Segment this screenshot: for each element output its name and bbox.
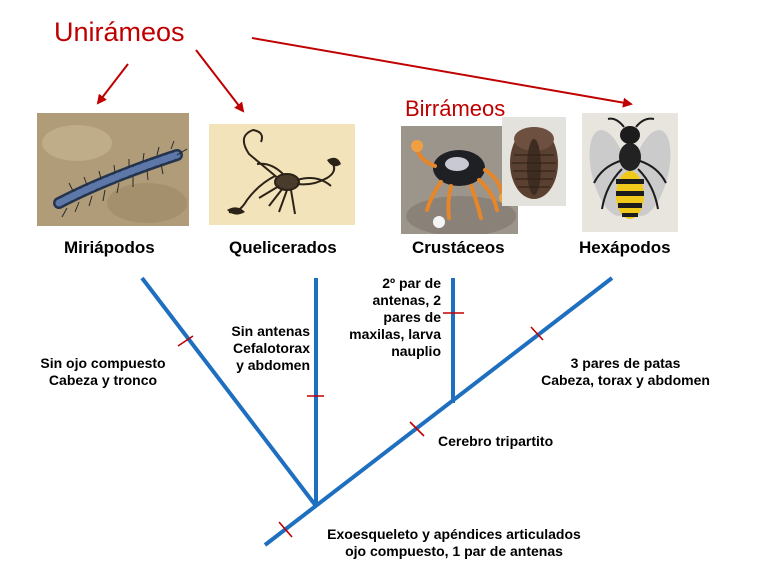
tick-miriapodos [177,335,194,347]
arrow-to-hexapodos [251,37,633,108]
group-title-unirameos: Unirámeos [54,17,185,47]
taxon-label-quelicerados: Quelicerados [229,238,337,257]
trait-label-crustaceos: 2º par de antenas, 2 pares de maxilas, l… [349,275,441,359]
tick-hexapodos [530,326,544,341]
millipede-photo [37,113,189,226]
taxon-label-crustaceos: Crustáceos [412,238,505,257]
trilobite-photo [502,117,566,206]
trait-label-cerebro: Cerebro tripartito [438,433,554,449]
taxon-label-hexapodos: Hexápodos [579,238,671,257]
trait-label-hexapodos: 3 pares de patas Cabeza, torax y abdomen [541,355,710,388]
crab-photo [401,126,518,234]
tick-base [278,521,293,538]
scorpion-photo [209,124,355,225]
branch-miriapodos [140,276,318,508]
tick-mandibulados [409,421,425,437]
wasp-photo [582,113,678,232]
trait-label-base: Exoesqueleto y apéndices articulados ojo… [327,526,581,559]
trait-label-quelicerados: Sin antenas Cefalotorax y abdomen [231,323,310,373]
arrow-to-miriapodos [96,63,129,105]
trait-label-miriapodos: Sin ojo compuesto Cabeza y tronco [40,355,166,388]
arrow-to-quelicerados [195,49,245,113]
branch-main-trunk [263,276,614,547]
group-title-birrameos: Birrámeos [405,96,506,121]
taxon-label-miriapodos: Miriápodos [64,238,155,257]
